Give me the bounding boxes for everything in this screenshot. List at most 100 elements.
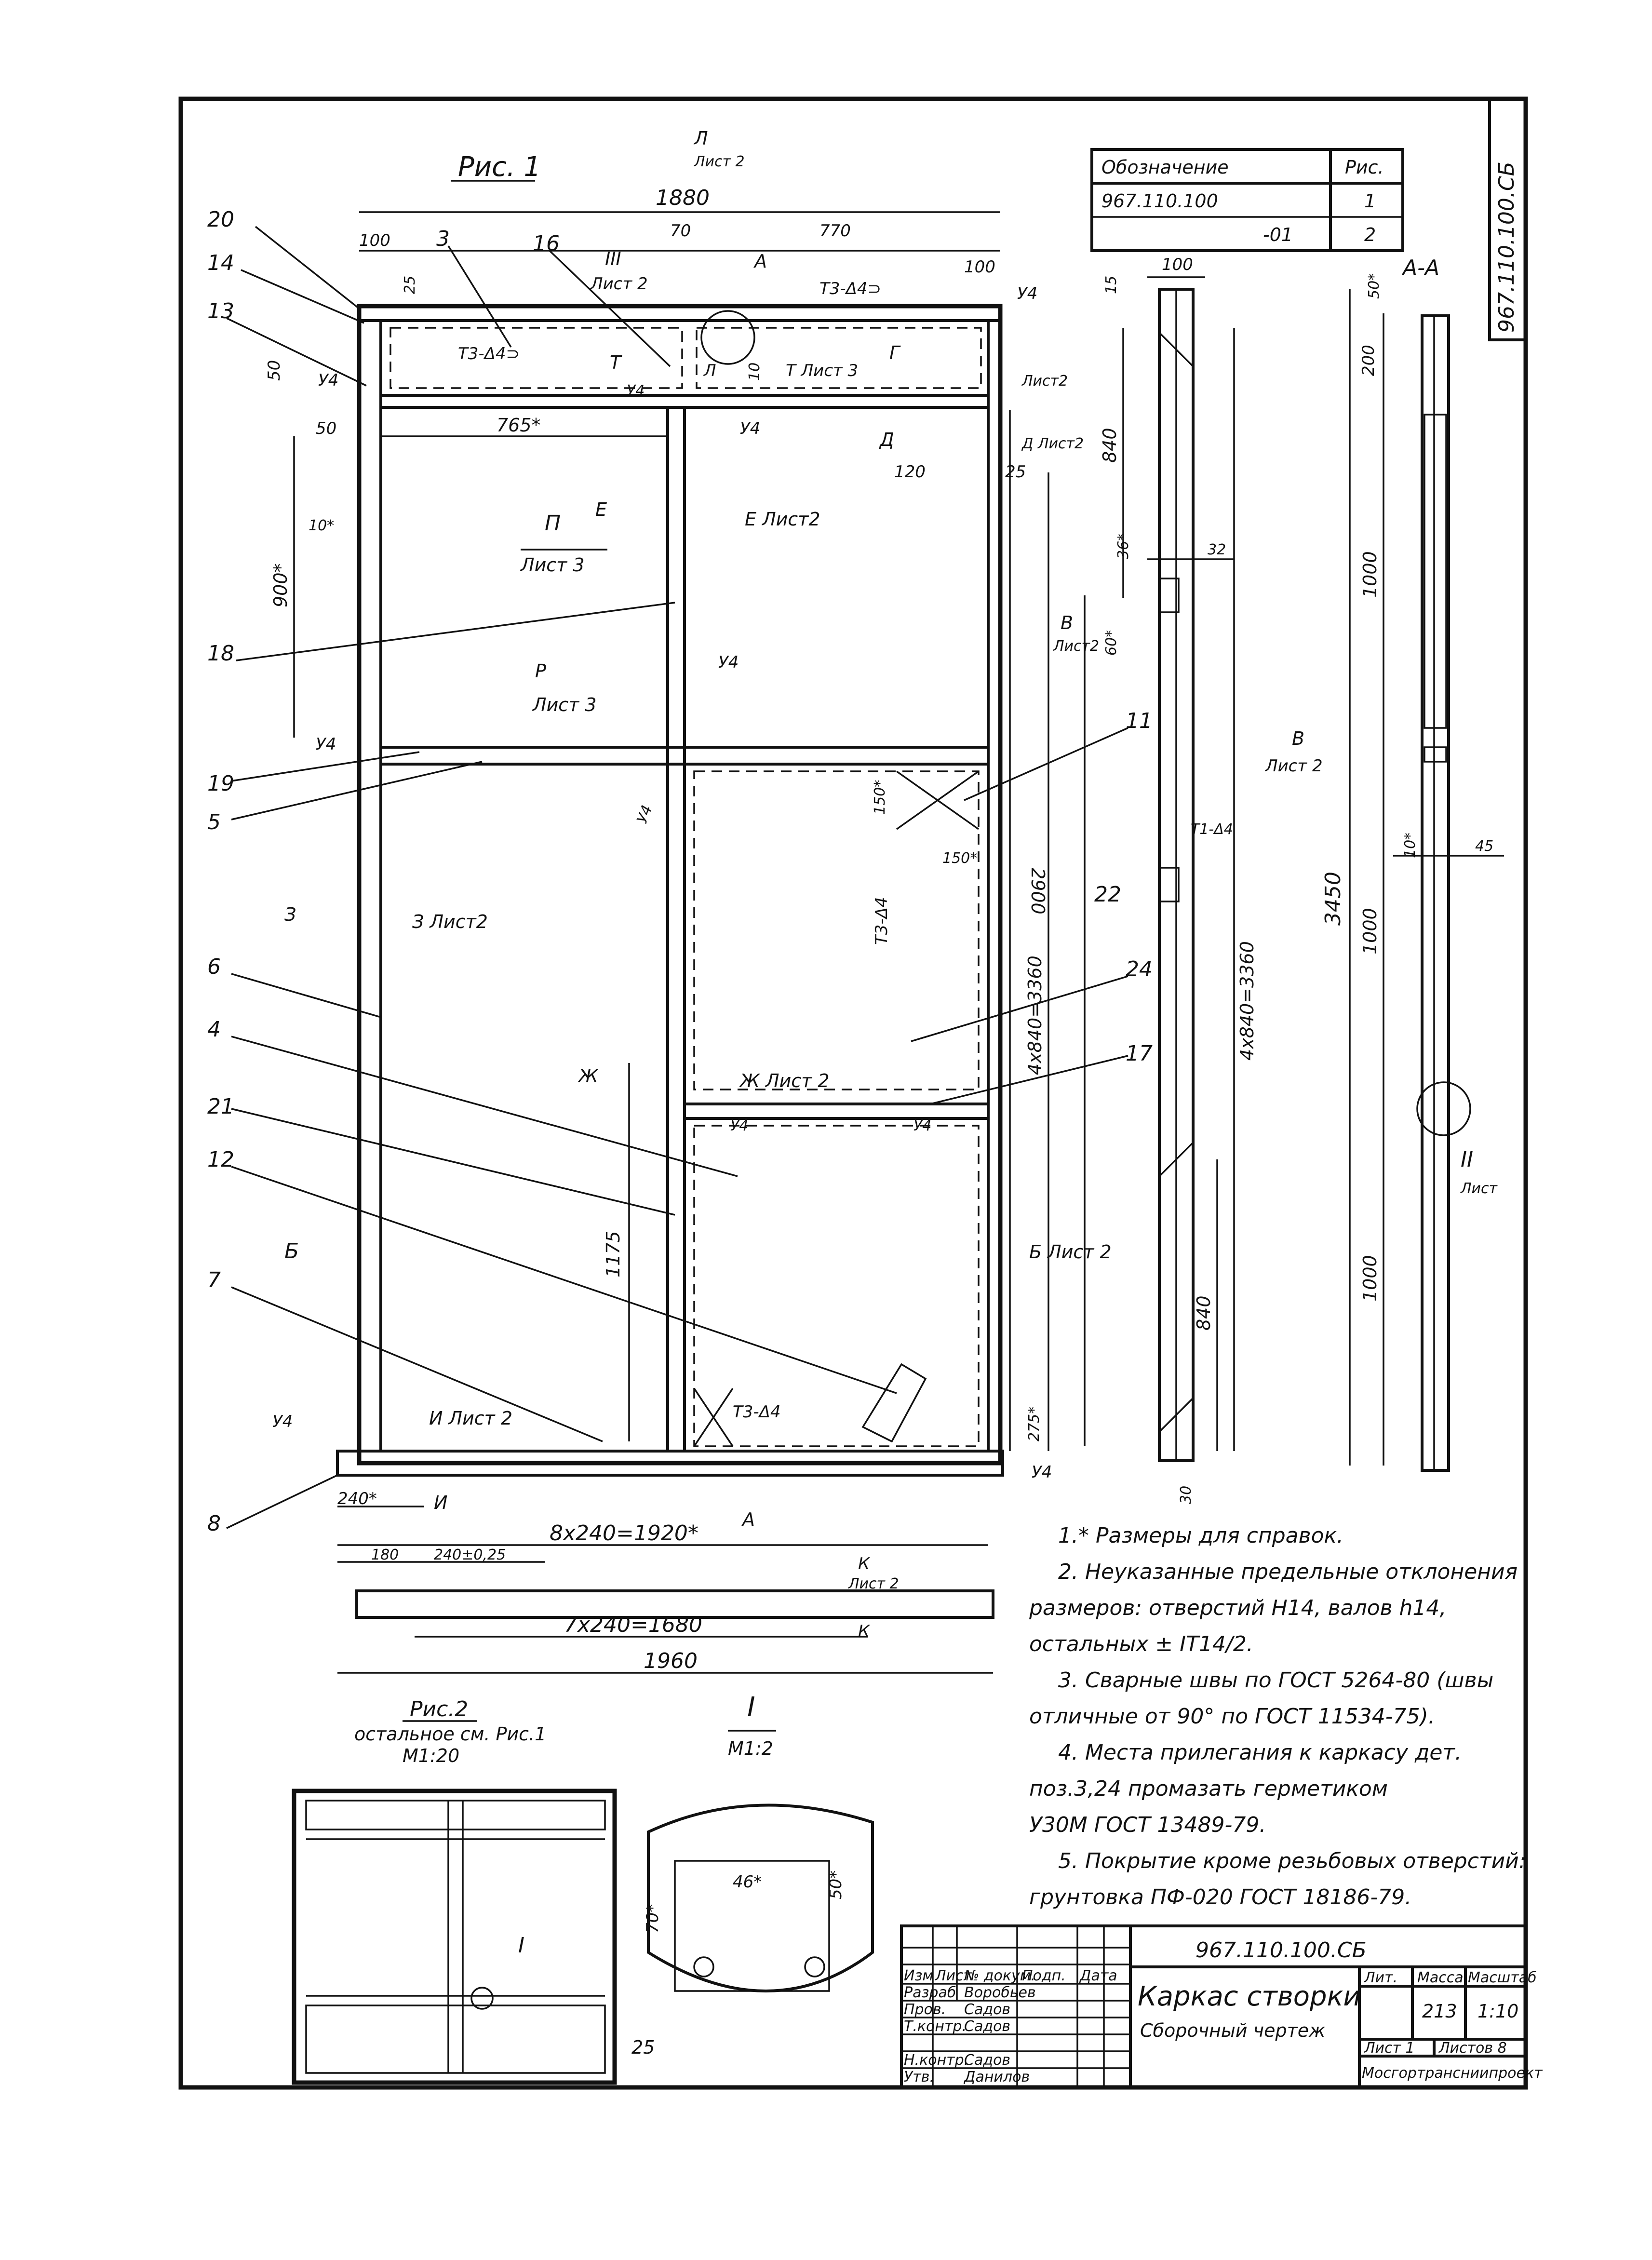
frame-outer xyxy=(357,304,1003,1466)
svg-text:Лист2: Лист2 xyxy=(1053,638,1099,655)
svg-text:У4: У4 xyxy=(913,1117,931,1134)
svg-text:50: 50 xyxy=(316,419,336,438)
svg-text:Т3-Δ4: Т3-Δ4 xyxy=(872,897,891,945)
svg-text:25: 25 xyxy=(631,2037,655,2058)
svg-text:13: 13 xyxy=(207,299,234,323)
svg-text:46*: 46* xyxy=(733,1872,762,1892)
svg-text:10*: 10* xyxy=(309,517,334,534)
svg-text:Т: Т xyxy=(610,352,622,373)
detail-III-circle xyxy=(700,310,755,365)
svg-text:Лист: Лист xyxy=(1460,1180,1498,1197)
svg-text:1175: 1175 xyxy=(603,1231,624,1278)
svg-text:3: 3 xyxy=(436,227,450,251)
note-line: остальных ± IT14/2. xyxy=(1029,1632,1253,1656)
svg-text:6: 6 xyxy=(207,955,221,979)
svg-text:8: 8 xyxy=(207,1511,221,1536)
svg-text:70*: 70* xyxy=(643,1904,662,1933)
svg-text:Садов: Садов xyxy=(964,2001,1010,2018)
tb-doc-number: 967.110.100.СБ xyxy=(1195,1938,1367,1963)
tb-scale: 1:10 xyxy=(1477,2001,1518,2022)
tb-mass: 213 xyxy=(1422,2001,1457,2022)
svg-text:15: 15 xyxy=(1103,276,1120,294)
svg-text:180: 180 xyxy=(371,1547,399,1563)
svg-text:10: 10 xyxy=(746,363,763,381)
svg-text:25: 25 xyxy=(1005,462,1026,482)
svg-text:4х840=3360: 4х840=3360 xyxy=(1236,941,1258,1061)
svg-text:45: 45 xyxy=(1475,838,1493,855)
svg-text:Данилов: Данилов xyxy=(963,2069,1030,2085)
notes-block: 1.* Размеры для справок. 2. Неуказанные … xyxy=(1029,1523,1526,1910)
svg-text:Изм: Изм xyxy=(904,1967,933,1984)
table-row-2-fig: 2 xyxy=(1364,224,1376,245)
svg-text:Лист 2: Лист 2 xyxy=(1264,756,1323,776)
svg-text:М1:2: М1:2 xyxy=(728,1738,773,1759)
svg-text:II: II xyxy=(1461,1147,1473,1172)
svg-text:16: 16 xyxy=(533,231,560,256)
svg-text:50*: 50* xyxy=(826,1870,846,1899)
svg-text:275*: 275* xyxy=(1026,1407,1043,1441)
svg-text:22: 22 xyxy=(1094,882,1121,907)
svg-text:Дата: Дата xyxy=(1079,1967,1117,1984)
svg-text:У4: У4 xyxy=(627,382,645,399)
panel-24 xyxy=(693,770,980,1090)
note-line: 5. Покрытие кроме резьбовых отверстий: xyxy=(1058,1849,1526,1873)
svg-text:Р: Р xyxy=(535,660,546,682)
svg-text:100: 100 xyxy=(964,257,995,277)
svg-text:Т1-Δ4: Т1-Δ4 xyxy=(1191,821,1233,838)
svg-text:У4: У4 xyxy=(272,1412,293,1431)
svg-text:24: 24 xyxy=(1126,957,1153,982)
svg-text:50: 50 xyxy=(265,360,284,381)
svg-text:Т.контр.: Т.контр. xyxy=(904,2018,967,2035)
svg-text:900*: 900* xyxy=(270,563,291,607)
svg-text:Т3-Δ4: Т3-Δ4 xyxy=(733,1402,781,1422)
dim-overall-width: 1880 xyxy=(656,186,710,210)
svg-text:Утв.: Утв. xyxy=(904,2069,934,2085)
svg-text:Садов: Садов xyxy=(964,2018,1010,2035)
sill xyxy=(336,1450,1004,1477)
svg-text:30: 30 xyxy=(1178,1486,1195,1504)
svg-text:32: 32 xyxy=(1208,541,1226,558)
note-line: отличные от 90° по ГОСТ 11534-75). xyxy=(1029,1704,1435,1729)
svg-text:№ докум.: № докум. xyxy=(963,1967,1035,1984)
svg-text:1000: 1000 xyxy=(1359,551,1381,598)
note-line: У30М ГОСТ 13489-79. xyxy=(1029,1813,1266,1837)
top-panel-left xyxy=(389,327,683,389)
svg-text:Б: Б xyxy=(284,1239,299,1264)
svg-text:20: 20 xyxy=(207,207,234,232)
svg-text:У4: У4 xyxy=(718,653,739,672)
detail-I-outline xyxy=(647,1803,874,1992)
sheet-border xyxy=(178,96,1528,2090)
tb-name: Каркас створки xyxy=(1138,1981,1361,2012)
svg-text:3450: 3450 xyxy=(1321,872,1345,926)
svg-text:У4: У4 xyxy=(316,735,336,754)
note-line: 3. Сварные швы по ГОСТ 5264-80 (швы xyxy=(1058,1668,1493,1693)
svg-text:Лист 1: Лист 1 xyxy=(1364,2040,1415,2057)
note-line: 2. Неуказанные предельные отклонения xyxy=(1058,1560,1518,1584)
svg-text:остальное см. Рис.1: остальное см. Рис.1 xyxy=(354,1723,546,1745)
svg-text:120: 120 xyxy=(894,462,926,482)
svg-text:III: III xyxy=(605,248,621,269)
svg-text:60*: 60* xyxy=(1103,630,1120,656)
svg-text:Н.контр.: Н.контр. xyxy=(904,2052,968,2069)
svg-text:100: 100 xyxy=(1162,255,1193,274)
svg-text:Ж Лист 2: Ж Лист 2 xyxy=(739,1070,830,1091)
table-row-2-designation: -01 xyxy=(1263,224,1293,245)
svg-text:Л: Л xyxy=(693,128,708,149)
note-line: поз.3,24 промазать герметиком xyxy=(1029,1776,1388,1801)
svg-text:11: 11 xyxy=(1126,709,1153,733)
svg-text:Лист 2: Лист 2 xyxy=(590,274,648,294)
svg-text:Масса: Масса xyxy=(1417,1969,1464,1986)
svg-text:I: I xyxy=(747,1692,755,1723)
svg-text:Садов: Садов xyxy=(964,2052,1010,2069)
svg-text:200: 200 xyxy=(1359,345,1378,376)
fig2-strip xyxy=(355,1589,994,1619)
svg-text:1960: 1960 xyxy=(644,1649,698,1673)
svg-text:Т3-Δ4⊃: Т3-Δ4⊃ xyxy=(819,279,881,298)
svg-text:У4: У4 xyxy=(740,419,760,438)
svg-text:7: 7 xyxy=(207,1268,221,1292)
svg-text:Разраб: Разраб xyxy=(904,1984,956,2001)
svg-text:240*: 240* xyxy=(337,1489,377,1508)
svg-text:Лист 2: Лист 2 xyxy=(694,153,745,170)
svg-text:1000: 1000 xyxy=(1359,908,1381,955)
svg-text:Рис.2: Рис.2 xyxy=(410,1697,468,1722)
